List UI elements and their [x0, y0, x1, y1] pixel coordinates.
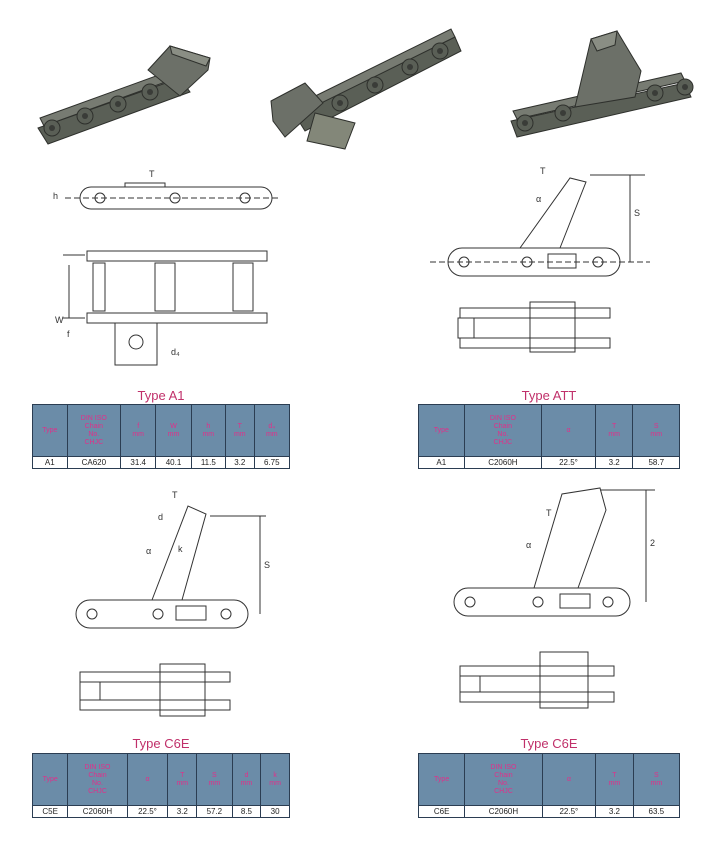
table-cell: 3.2	[224, 456, 255, 469]
table-row: A1 CA620 31.4 40.1 11.5 3.2 6.75	[32, 456, 291, 469]
label-d: d	[158, 512, 163, 522]
table-cell: 3.2	[167, 805, 198, 818]
table-header-cell: S mm	[196, 753, 233, 806]
table-cell: 63.5	[632, 805, 681, 818]
table-cell: C6E	[417, 805, 466, 818]
table-cell: A1	[32, 456, 68, 469]
table-header-cell: DIN ISO Chain No. CHJC	[67, 753, 128, 806]
label-alpha: α	[526, 540, 531, 550]
chain-photo-left	[37, 45, 211, 145]
table-cell: C2060H	[463, 456, 543, 469]
table-header-cell: T mm	[224, 404, 255, 457]
section-title-c6e-left: Type C6E	[132, 736, 190, 751]
spec-table-c6e-left: Type DIN ISO Chain No. CHJC α T mm S mm …	[31, 753, 290, 818]
table-row: A1 C2060H 22.5° 3.2 58.7	[418, 456, 680, 469]
table-cell: 22.5°	[126, 805, 169, 818]
table-cell: 11.5	[190, 456, 226, 469]
label-t: T	[540, 166, 546, 176]
table-header-cell: α	[126, 753, 169, 806]
table-header-cell: W mm	[155, 404, 192, 457]
table-row: C5E C2060H 22.5° 3.2 57.2 8.5 30	[31, 805, 290, 818]
table-header-row: Type DIN ISO Chain No. CHJC f mm W mm h …	[32, 404, 291, 457]
table-cell: 58.7	[632, 456, 680, 469]
spec-table-att: Type DIN ISO Chain No. CHJC α T mm S mm …	[418, 404, 680, 469]
table-cell: C2060H	[464, 805, 543, 818]
table-header-row: Type DIN ISO Chain No. CHJC α T mm S mm	[418, 404, 680, 457]
table-header-cell: Type	[417, 753, 466, 806]
table-cell: 30	[260, 805, 290, 818]
table-cell: 40.1	[155, 456, 192, 469]
table-cell: 3.2	[595, 805, 634, 818]
label-t: T	[149, 169, 155, 179]
table-header-cell: S mm	[632, 404, 680, 457]
table-header-row: Type DIN ISO Chain No. CHJC α T mm S mm	[417, 753, 681, 806]
table-cell: 22.5°	[541, 456, 596, 469]
table-cell: 3.2	[594, 456, 634, 469]
table-header-cell: Type	[418, 404, 465, 457]
table-header-cell: T mm	[594, 404, 634, 457]
table-header-cell: T mm	[595, 753, 634, 806]
label-w: W	[55, 315, 64, 325]
table-cell: 22.5°	[541, 805, 597, 818]
label-f: f	[67, 329, 70, 339]
table-cell: 57.2	[196, 805, 233, 818]
drawing-type-a1: h T W f d₄	[53, 169, 280, 366]
section-title-att: Type ATT	[521, 388, 577, 403]
table-header-cell: DIN ISO Chain No. CHJC	[464, 753, 543, 806]
section-title-c6e-right: Type C6E	[520, 736, 578, 751]
spec-table-c6e-right: Type DIN ISO Chain No. CHJC α T mm S mm …	[417, 753, 681, 818]
spec-table-a1: Type DIN ISO Chain No. CHJC f mm W mm h …	[32, 404, 291, 469]
label-2: 2	[650, 538, 655, 548]
table-header-cell: d₄ mm	[253, 404, 291, 457]
drawing-type-c6e-right: 2 α T	[453, 487, 655, 709]
section-title-a1: Type A1	[137, 388, 185, 403]
table-cell: 31.4	[119, 456, 157, 469]
table-cell: CA620	[66, 456, 122, 469]
chain-photo-right	[510, 30, 694, 138]
table-row: C6E C2060H 22.5° 3.2 63.5	[417, 805, 681, 818]
label-alpha: α	[146, 546, 151, 556]
table-header-cell: d mm	[231, 753, 262, 806]
table-header-cell: k mm	[260, 753, 290, 806]
label-k: k	[178, 544, 183, 554]
drawing-type-c6e-left: S α d k T	[75, 490, 270, 717]
table-header-cell: α	[541, 404, 596, 457]
table-cell: A1	[418, 456, 465, 469]
table-header-cell: Type	[32, 404, 68, 457]
label-s: S	[264, 560, 270, 570]
table-cell: C2060H	[67, 805, 128, 818]
table-header-row: Type DIN ISO Chain No. CHJC α T mm S mm …	[31, 753, 290, 806]
label-s: S	[634, 208, 640, 218]
table-header-cell: DIN ISO Chain No. CHJC	[66, 404, 122, 457]
label-t: T	[546, 508, 552, 518]
label-t: T	[172, 490, 178, 500]
table-cell: 6.75	[253, 456, 291, 469]
table-header-cell: Type	[31, 753, 69, 806]
table-cell: 8.5	[231, 805, 262, 818]
label-d4: d₄	[171, 347, 180, 357]
table-header-cell: α	[541, 753, 597, 806]
label-h: h	[53, 191, 58, 201]
table-header-cell: T mm	[167, 753, 198, 806]
label-alpha: α	[536, 194, 541, 204]
table-header-cell: DIN ISO Chain No. CHJC	[463, 404, 543, 457]
table-cell: C5E	[31, 805, 69, 818]
table-header-cell: S mm	[632, 753, 681, 806]
drawing-type-att: S α T	[430, 166, 650, 353]
table-header-cell: f mm	[119, 404, 157, 457]
chain-photo-middle	[270, 28, 462, 150]
table-header-cell: h mm	[190, 404, 226, 457]
